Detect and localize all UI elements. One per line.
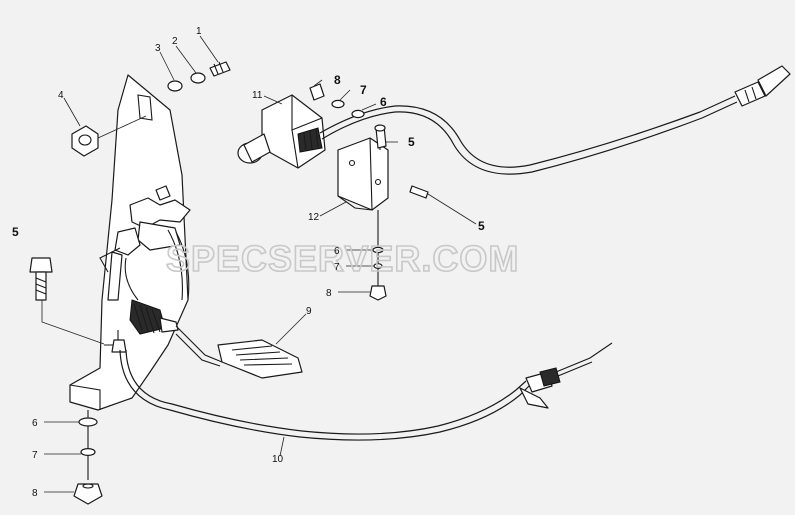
bracket-fastener-stack — [369, 210, 387, 301]
callout-11: 11 — [252, 90, 263, 101]
callout-7-lower: 7 — [32, 450, 38, 461]
upper-throttle-cable — [319, 65, 791, 175]
callout-12: 12 — [308, 212, 320, 223]
callout-5-screw: 5 — [478, 219, 485, 233]
actuator-cylinder — [237, 94, 326, 169]
callout-2: 2 — [172, 36, 178, 47]
callout-8-bracket: 8 — [326, 288, 332, 299]
callout-9: 9 — [306, 306, 312, 317]
watermark-text: SPECSERVER.COM — [166, 238, 519, 279]
top-fasteners — [71, 61, 231, 157]
left-bolt — [29, 257, 105, 345]
lower-throttle-cable — [119, 342, 613, 441]
callout-6-lower: 6 — [32, 418, 38, 429]
callout-3: 3 — [155, 43, 161, 54]
callout-10: 10 — [272, 454, 284, 465]
lower-fastener-stack — [73, 410, 103, 505]
callout-8-lower: 8 — [32, 488, 38, 499]
callout-labels: 1 2 3 4 5 5 5 6 6 6 7 7 7 8 8 8 9 10 11 … — [12, 26, 485, 499]
callout-5-left: 5 — [12, 225, 19, 239]
callout-6-bracket: 6 — [334, 246, 340, 257]
callout-5-bolt: 5 — [408, 135, 415, 149]
actuator-fastener-stack — [309, 83, 365, 119]
callout-leaders — [44, 35, 477, 493]
callout-7-bracket: 7 — [334, 262, 340, 273]
callout-4: 4 — [58, 90, 64, 101]
callout-7-actuator: 7 — [360, 83, 367, 97]
pedal-mechanism — [99, 185, 191, 353]
callout-8-actuator: 8 — [334, 73, 341, 87]
pedal-pad — [175, 325, 303, 379]
callout-6-actuator: 6 — [380, 95, 387, 109]
callout-1: 1 — [196, 26, 202, 37]
cable-support-bracket — [337, 124, 429, 211]
